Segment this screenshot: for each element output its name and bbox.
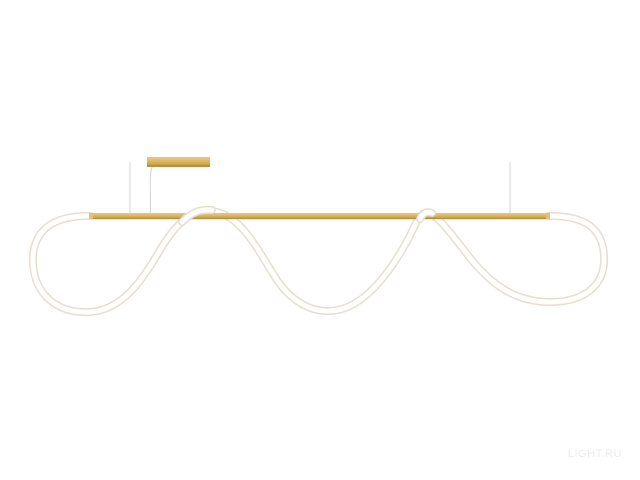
brass-bar (89, 212, 550, 220)
suspension-cables (129, 162, 511, 215)
flexible-led-tube (28, 207, 609, 317)
watermark-text: LIGHT.RU (567, 448, 622, 460)
ceiling-canopy (147, 157, 210, 167)
power-cord (149, 166, 153, 215)
tube-front-segments (178, 205, 436, 226)
